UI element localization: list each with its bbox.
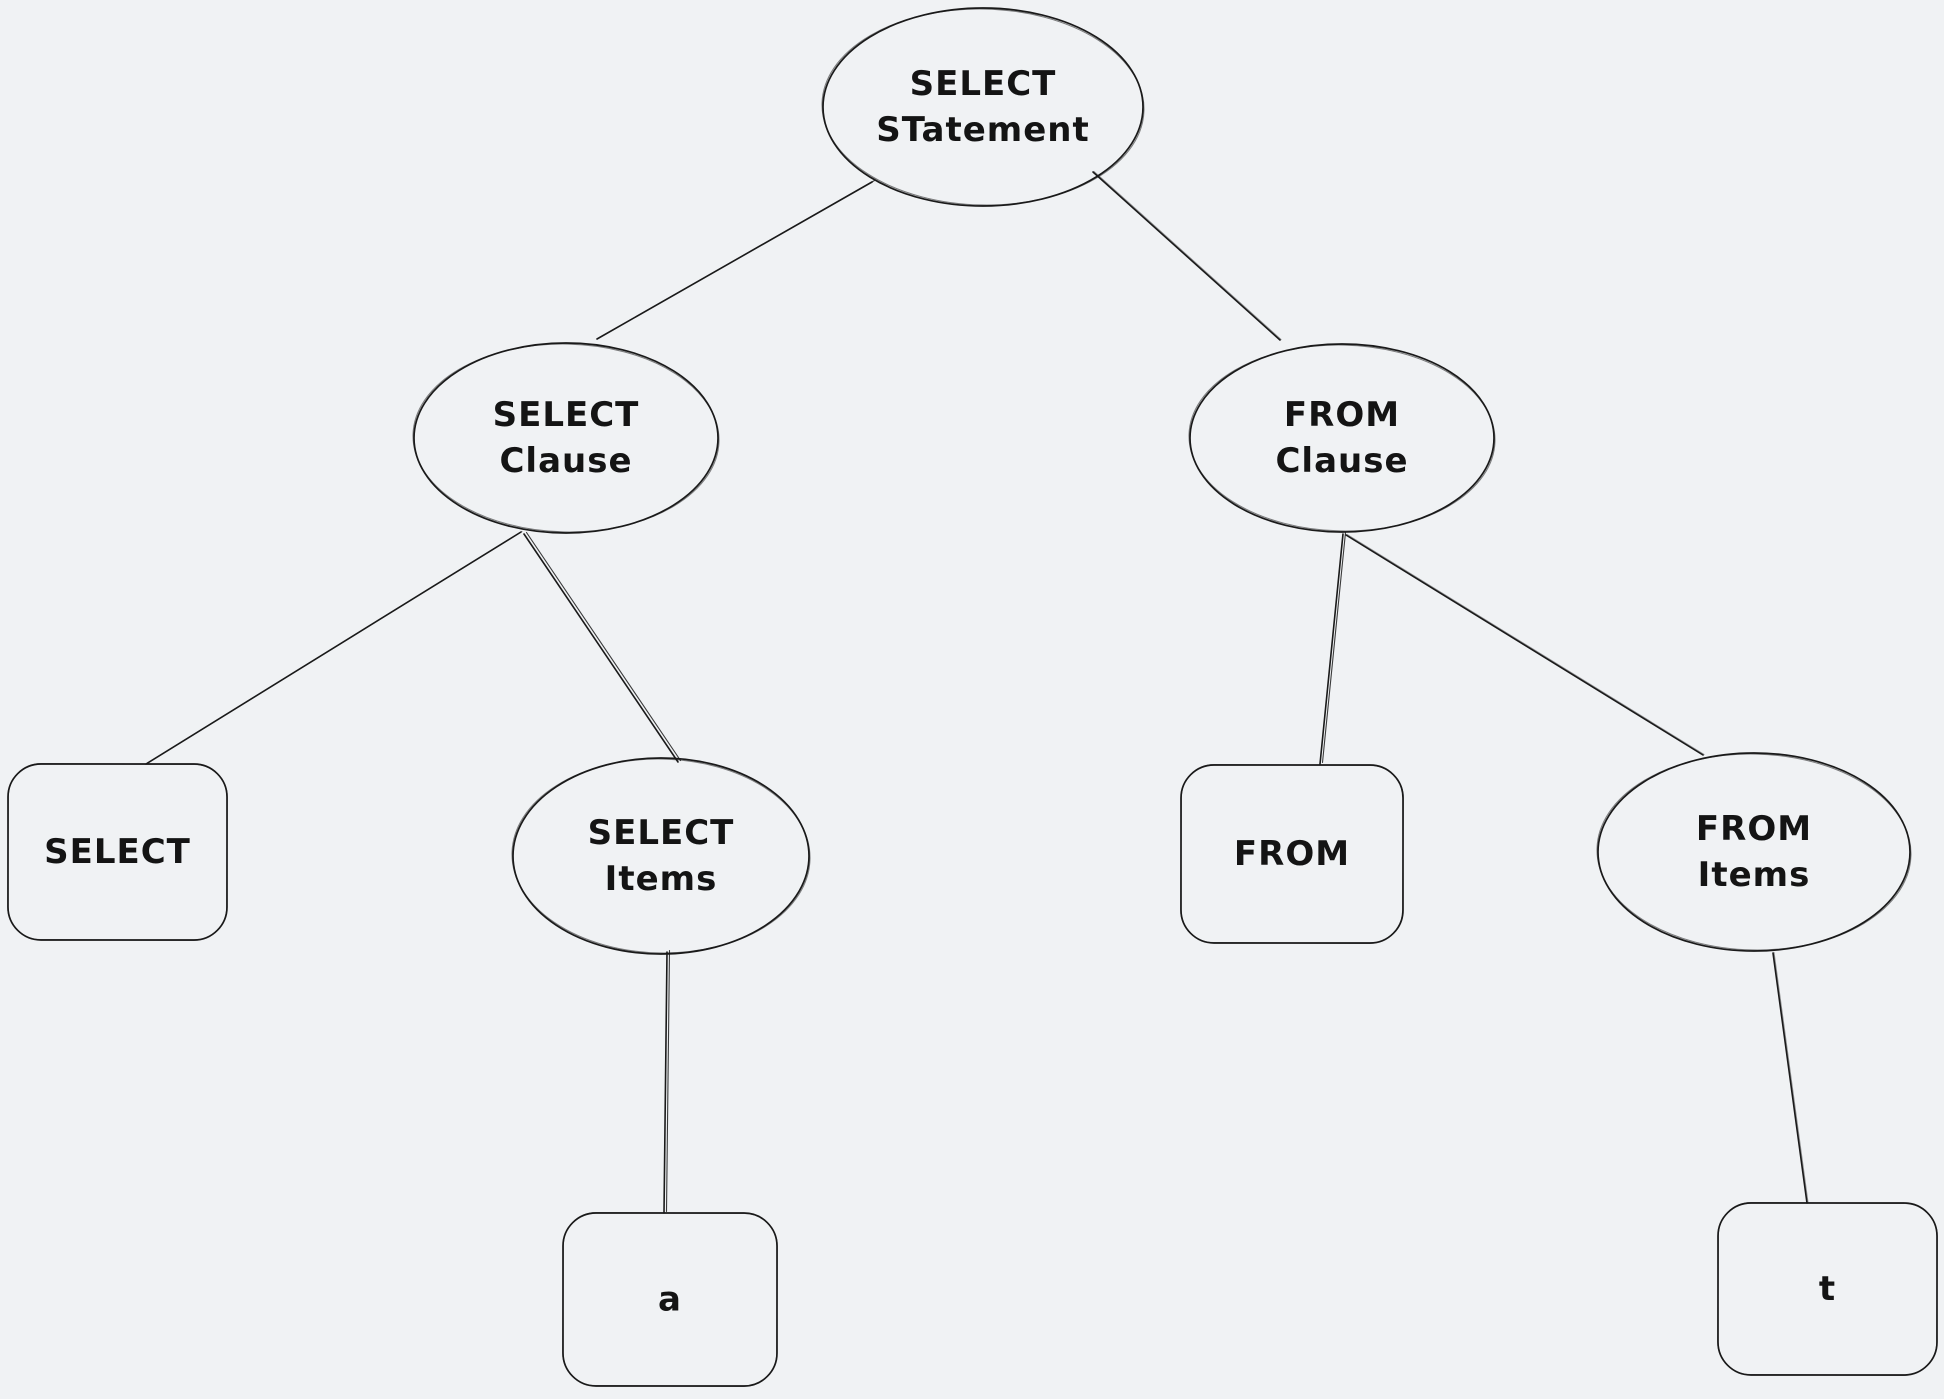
node-label-from-clause-line-2: Clause (1275, 441, 1408, 481)
node-item-a[interactable]: a (562, 1211, 778, 1388)
node-label-item-t-line-1: t (1819, 1269, 1836, 1309)
node-label-select-clause-line-1: SELECT (493, 395, 640, 435)
node-label-from-clause-line-1: FROM (1284, 395, 1400, 435)
node-from-clause[interactable]: FROM Clause (1187, 342, 1497, 534)
edge-select-clause-to-select-keyword[interactable] (145, 530, 523, 765)
edge-select-clause-to-select-items[interactable] (523, 531, 682, 763)
node-label-select-items-line-2: Items (605, 859, 718, 899)
node-label-select-statement-line-1: SELECT (910, 64, 1057, 104)
edge-select-statement-to-select-clause[interactable] (596, 179, 876, 340)
node-label-select-keyword-line-1: SELECT (44, 832, 191, 872)
edge-from-items-to-item-t[interactable] (1772, 951, 1809, 1204)
node-select-clause[interactable]: SELECT Clause (411, 341, 721, 535)
edge-select-items-to-item-a[interactable] (663, 949, 671, 1214)
node-label-select-items-line-1: SELECT (588, 813, 735, 853)
node-label-item-a-line-1: a (658, 1280, 682, 1320)
edge-from-clause-to-from-items[interactable] (1345, 533, 1705, 756)
node-label-from-keyword-line-1: FROM (1234, 834, 1350, 874)
node-select-statement[interactable]: SELECT STatement (820, 6, 1146, 209)
node-label-from-items-line-1: FROM (1696, 809, 1812, 849)
node-item-t[interactable]: t (1717, 1201, 1938, 1377)
edge-from-clause-to-from-keyword[interactable] (1319, 531, 1347, 765)
node-select-items[interactable]: SELECT Items (510, 756, 812, 956)
node-label-from-items-line-2: Items (1698, 855, 1811, 895)
node-select-keyword[interactable]: SELECT (7, 762, 228, 942)
node-label-select-statement-line-2: STatement (876, 110, 1090, 150)
edge-select-statement-to-from-clause[interactable] (1092, 170, 1282, 341)
node-from-items[interactable]: FROM Items (1595, 751, 1913, 954)
node-label-select-clause-line-2: Clause (499, 441, 632, 481)
node-from-keyword[interactable]: FROM (1180, 763, 1404, 945)
